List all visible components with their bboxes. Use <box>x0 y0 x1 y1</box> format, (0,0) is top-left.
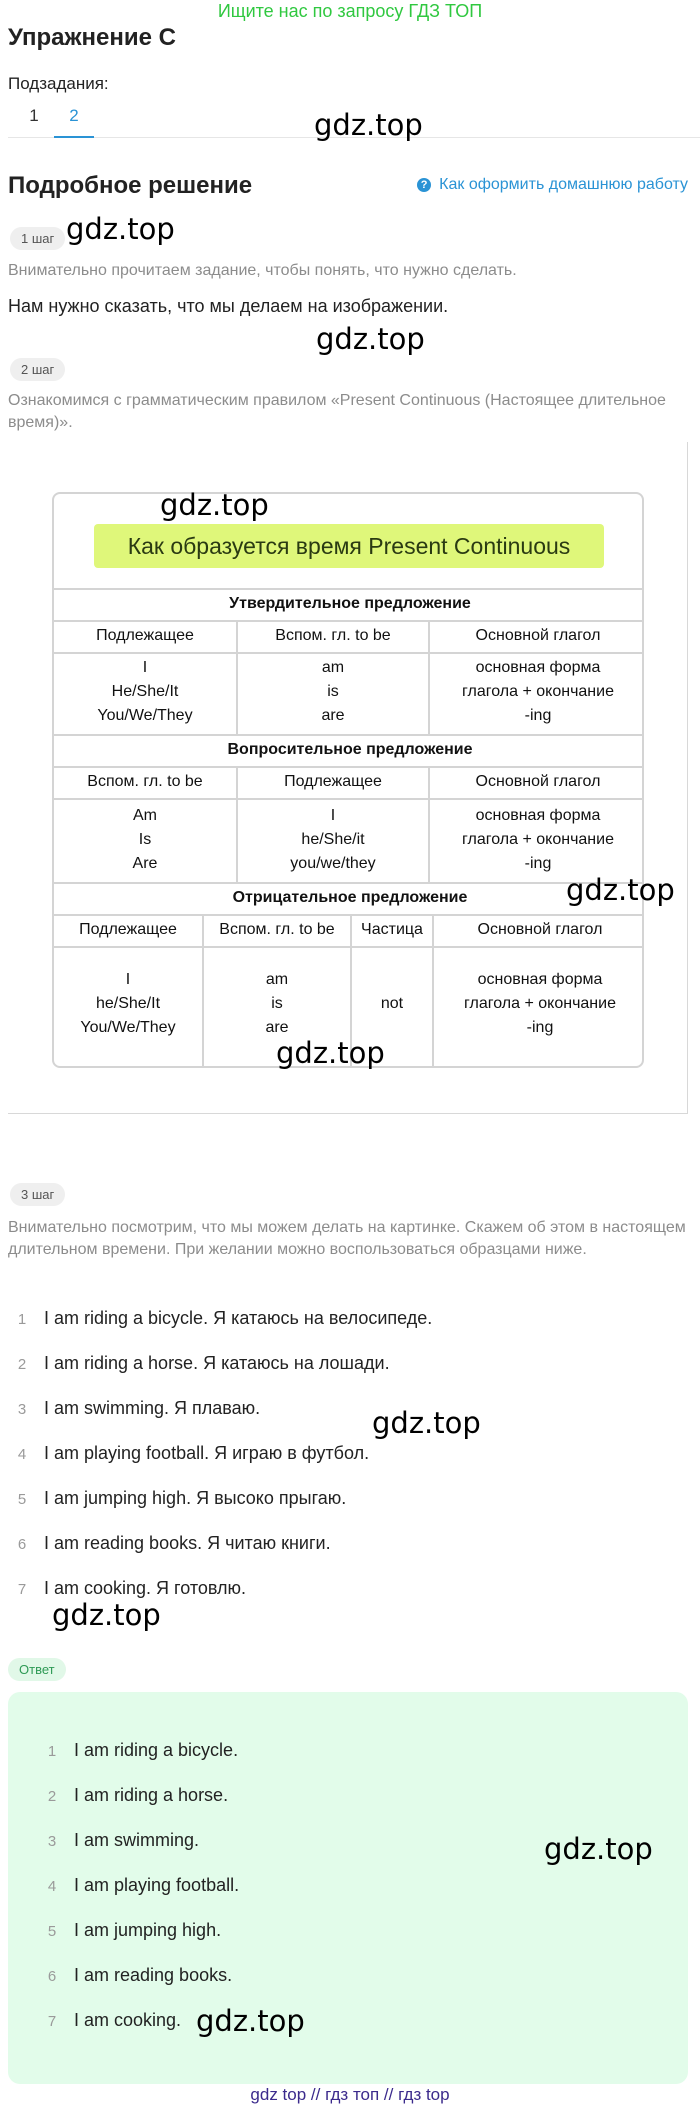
grammar-table: Как образуется время Present Continuous … <box>52 492 644 1068</box>
table-header-cell: Подлежащее <box>96 627 194 644</box>
watermark: gdz.top <box>316 322 425 356</box>
exercise-title: Упражнение С <box>8 24 176 51</box>
howto-link-label: Как оформить домашнюю работу <box>439 176 688 193</box>
watermark: gdz.top <box>276 1036 385 1070</box>
solution-title: Подробное решение <box>8 172 253 199</box>
table-header-cell: Частица <box>361 921 423 938</box>
step-3-badge: 3 шаг <box>10 1183 66 1206</box>
table-cell: He/She/It <box>111 683 179 700</box>
list-item: 1 I am riding a bicycle. Я катаюсь на ве… <box>17 1308 433 1328</box>
watermark: gdz.top <box>52 1598 161 1632</box>
howto-link[interactable]: ? Как оформить домашнюю работу <box>417 176 688 194</box>
footer-links[interactable]: gdz top // гдз топ // гдз top <box>250 2085 450 2104</box>
watermark: gdz.top <box>196 2004 305 2038</box>
step-2-note: Ознакомимся с грамматическим правилом «P… <box>8 392 666 431</box>
table-header-cell: Подлежащее <box>79 921 177 938</box>
step-1-text: Нам нужно сказать, что мы делаем на изоб… <box>8 296 449 316</box>
question-icon: ? <box>417 178 432 192</box>
table-cell: he/She/It <box>95 995 161 1012</box>
step-1-badge: 1 шаг <box>10 227 66 250</box>
table-cell: is <box>327 683 339 700</box>
table-cell: I <box>142 659 148 676</box>
table-cell: Am <box>133 807 157 824</box>
answer-item: 6 I am reading books. <box>47 1965 233 1985</box>
step-3-note: Внимательно посмотрим, что мы можем дела… <box>8 1219 686 1258</box>
watermark: gdz.top <box>160 488 269 522</box>
watermark: gdz.top <box>372 1406 481 1440</box>
answer-item: 5 I am jumping high. <box>47 1920 222 1940</box>
table-header-cell: Вспом. гл. to be <box>87 773 203 790</box>
table-cell: are <box>321 707 345 724</box>
answer-item: 7 I am cooking. <box>47 2010 182 2030</box>
tab-subtask-1[interactable]: 1 <box>29 106 39 125</box>
grammar-image-frame <box>8 442 688 1114</box>
negative-heading: Отрицательное предложение <box>232 889 468 906</box>
table-cell: основная форма <box>475 659 601 676</box>
subtask-tabs: 1 2 <box>8 98 700 138</box>
interrogative-heading: Вопросительное предложение <box>227 741 473 758</box>
table-cell: глагола + окончание <box>462 831 614 848</box>
answer-item: 2 I am riding a horse. <box>47 1785 229 1805</box>
answer-badge: Ответ <box>8 1658 66 1681</box>
table-cell: -ing <box>524 707 552 724</box>
table-header-cell: Подлежащее <box>284 773 382 790</box>
list-item: 6 I am reading books. Я читаю книги. <box>17 1533 331 1553</box>
table-cell: You/We/They <box>80 1019 176 1036</box>
table-cell: You/We/They <box>97 707 193 724</box>
affirmative-heading: Утвердительное предложение <box>229 595 471 612</box>
answer-item: 1 I am riding a bicycle. <box>47 1740 239 1760</box>
tab-subtask-2[interactable]: 2 <box>54 106 94 138</box>
list-item: 5 I am jumping high. Я высоко прыгаю. <box>17 1488 347 1508</box>
list-item: 3 I am swimming. Я плаваю. <box>17 1398 261 1418</box>
step-1-note: Внимательно прочитаем задание, чтобы пон… <box>8 262 517 279</box>
table-cell: глагола + окончание <box>464 995 616 1012</box>
subtasks-label: Подзадания: <box>8 74 109 93</box>
table-header-cell: Основной глагол <box>477 921 603 938</box>
watermark: gdz.top <box>66 212 175 246</box>
table-cell: you/we/they <box>290 855 376 872</box>
table-cell: -ing <box>526 1019 554 1036</box>
table-header-cell: Вспом. гл. to be <box>219 921 335 938</box>
table-header-cell: Основной глагол <box>475 627 601 644</box>
answer-item: 4 I am playing football. <box>47 1875 240 1895</box>
top-banner: Ищите нас по запросу ГДЗ ТОП <box>217 1 483 21</box>
table-cell: not <box>380 995 404 1012</box>
list-item: 4 I am playing football. Я играю в футбо… <box>17 1443 370 1463</box>
table-cell: Is <box>138 831 152 848</box>
list-item: 2 I am riding a horse. Я катаюсь на лоша… <box>17 1353 390 1373</box>
table-header-cell: Вспом. гл. to be <box>275 627 391 644</box>
watermark: gdz.top <box>544 1832 653 1866</box>
answer-box <box>8 1692 688 2084</box>
watermark: gdz.top <box>314 108 423 142</box>
table-cell: -ing <box>524 855 552 872</box>
table-cell: he/She/it <box>301 831 365 848</box>
watermark: gdz.top <box>566 873 675 907</box>
table-cell: глагола + окончание <box>462 683 614 700</box>
table-cell: I <box>330 807 336 824</box>
grammar-table-title: Как образуется время Present Continuous <box>94 524 604 568</box>
table-cell: are <box>265 1019 289 1036</box>
table-cell: I <box>125 971 131 988</box>
table-cell: основная форма <box>477 971 603 988</box>
table-cell: Are <box>132 855 158 872</box>
table-cell: am <box>321 659 345 676</box>
table-cell: is <box>271 995 283 1012</box>
table-cell: основная форма <box>475 807 601 824</box>
list-item: 7 I am cooking. Я готовлю. <box>17 1578 247 1598</box>
step-2-badge: 2 шаг <box>10 358 66 381</box>
answer-item: 3 I am swimming. <box>47 1830 200 1850</box>
table-cell: am <box>265 971 289 988</box>
table-header-cell: Основной глагол <box>475 773 601 790</box>
